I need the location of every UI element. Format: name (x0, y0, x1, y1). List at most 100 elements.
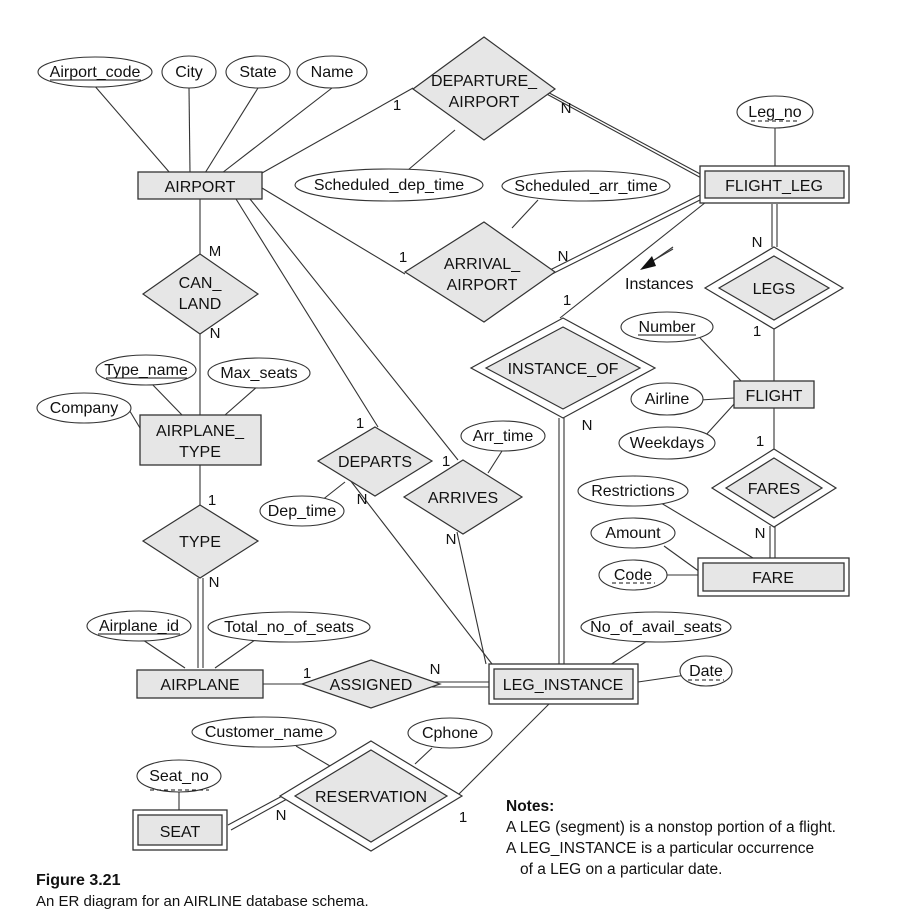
flight-leg-entity: FLIGHT_LEG (699, 165, 850, 204)
svg-text:TYPE: TYPE (179, 444, 221, 461)
cphone-attribute: Cphone (407, 717, 493, 749)
notes-heading: Notes: (506, 798, 555, 815)
airplane-id-attribute: Airplane_id (86, 610, 192, 642)
svg-text:FARES: FARES (748, 481, 800, 498)
svg-text:1: 1 (303, 665, 311, 682)
svg-text:AIRPORT: AIRPORT (449, 94, 520, 111)
fare-entity: FARE (697, 557, 850, 597)
airplane-entity: AIRPLANE (136, 669, 264, 699)
svg-text:SEAT: SEAT (160, 824, 201, 841)
svg-text:Cphone: Cphone (422, 725, 478, 742)
type-relationship: TYPE (141, 504, 260, 579)
svg-text:N: N (276, 807, 287, 824)
svg-text:DEPARTURE_: DEPARTURE_ (431, 73, 538, 90)
svg-text:1: 1 (399, 249, 407, 266)
svg-text:State: State (239, 64, 276, 81)
departs-relationship: DEPARTS (316, 426, 434, 497)
code-attribute: Code (598, 559, 668, 591)
number-attribute: Number (620, 311, 714, 343)
notes-line-1: A LEG (segment) is a nonstop portion of … (506, 819, 836, 836)
notes-line-2: A LEG_INSTANCE is a particular occurrenc… (506, 840, 815, 857)
type-name-attribute: Type_name (95, 354, 197, 386)
svg-text:Scheduled_arr_time: Scheduled_arr_time (514, 178, 657, 195)
svg-text:City: City (175, 64, 203, 81)
svg-text:1: 1 (563, 292, 571, 309)
max-seats-attribute: Max_seats (207, 357, 311, 389)
er-diagram: AIRPORT FLIGHT_LEG AIRPLANE_ TYPE FLIGHT… (36, 36, 850, 852)
svg-text:Max_seats: Max_seats (220, 365, 297, 382)
instance-of-relationship: INSTANCE_OF (469, 317, 657, 419)
svg-text:TYPE: TYPE (179, 534, 221, 551)
svg-text:DEPARTS: DEPARTS (338, 454, 412, 471)
seat-entity: SEAT (132, 809, 228, 851)
svg-text:N: N (558, 248, 569, 265)
departure-airport-relationship: DEPARTURE_ AIRPORT (411, 36, 557, 141)
svg-text:M: M (209, 243, 222, 260)
svg-text:AIRPLANE: AIRPLANE (160, 677, 239, 694)
amount-attribute: Amount (590, 517, 676, 549)
svg-text:Amount: Amount (605, 525, 661, 542)
svg-text:ASSIGNED: ASSIGNED (330, 677, 413, 694)
scheduled-arr-time-attribute: Scheduled_arr_time (501, 170, 671, 202)
svg-text:1: 1 (356, 415, 364, 432)
legs-relationship: LEGS (703, 246, 845, 330)
svg-text:CAN_: CAN_ (179, 275, 223, 292)
fares-relationship: FARES (710, 448, 838, 528)
company-attribute: Company (36, 392, 132, 424)
airline-attribute: Airline (630, 382, 704, 416)
leg-no-attribute: Leg_no (736, 95, 814, 129)
svg-text:N: N (357, 491, 368, 508)
leg-instance-entity: LEG_INSTANCE (488, 663, 639, 705)
svg-text:1: 1 (756, 433, 764, 450)
airplane-type-entity: AIRPLANE_ TYPE (139, 414, 262, 466)
svg-text:LEG_INSTANCE: LEG_INSTANCE (503, 677, 624, 694)
notes-line-3: of a LEG on a particular date. (520, 861, 723, 878)
svg-text:1: 1 (753, 323, 761, 340)
assigned-relationship: ASSIGNED (300, 659, 442, 709)
cardinality-labels: 1 N 1 N M N N 1 1 N 1 N 1 N 1 N 1 N 1 N … (208, 97, 766, 826)
svg-text:LEGS: LEGS (753, 281, 796, 298)
instances-label: Instances (625, 276, 693, 293)
state-attribute: State (225, 55, 291, 89)
can-land-relationship: CAN_ LAND (141, 253, 260, 335)
svg-text:N: N (430, 661, 441, 678)
svg-text:AIRPLANE_: AIRPLANE_ (156, 423, 245, 440)
svg-text:Date: Date (689, 663, 723, 680)
svg-text:N: N (755, 525, 766, 542)
airport-code-attribute: Airport_code (37, 56, 153, 88)
svg-text:Airport_code: Airport_code (50, 64, 141, 81)
svg-text:LAND: LAND (179, 296, 222, 313)
svg-text:1: 1 (393, 97, 401, 114)
city-attribute: City (161, 55, 217, 89)
svg-text:Seat_no: Seat_no (149, 768, 209, 785)
svg-text:Type_name: Type_name (104, 362, 188, 379)
scheduled-dep-time-attribute: Scheduled_dep_time (294, 168, 484, 202)
arrives-relationship: ARRIVES (402, 459, 524, 535)
svg-text:AIRPORT: AIRPORT (447, 277, 518, 294)
svg-text:N: N (210, 325, 221, 342)
svg-text:Dep_time: Dep_time (268, 503, 337, 520)
svg-text:N: N (582, 417, 593, 434)
svg-text:N: N (446, 531, 457, 548)
svg-text:Name: Name (311, 64, 354, 81)
flight-entity: FLIGHT (733, 380, 815, 409)
svg-text:1: 1 (442, 453, 450, 470)
svg-text:Scheduled_dep_time: Scheduled_dep_time (314, 177, 464, 194)
notes-block: Notes: A LEG (segment) is a nonstop port… (506, 796, 836, 880)
arr-time-attribute: Arr_time (460, 420, 546, 452)
seat-no-attribute: Seat_no (136, 759, 222, 793)
svg-text:Arr_time: Arr_time (473, 428, 534, 445)
total-no-of-seats-attribute: Total_no_of_seats (207, 611, 371, 643)
svg-text:Airplane_id: Airplane_id (99, 618, 179, 635)
svg-text:Code: Code (614, 567, 652, 584)
svg-text:FLIGHT: FLIGHT (746, 388, 803, 405)
weekdays-attribute: Weekdays (618, 426, 716, 460)
svg-text:RESERVATION: RESERVATION (315, 789, 427, 806)
dep-time-attribute: Dep_time (259, 495, 345, 527)
svg-text:No_of_avail_seats: No_of_avail_seats (590, 619, 722, 636)
date-attribute: Date (679, 655, 733, 687)
svg-text:Total_no_of_seats: Total_no_of_seats (224, 619, 354, 636)
connector-lines (92, 83, 778, 831)
reservation-relationship: RESERVATION (278, 740, 464, 852)
svg-text:Airline: Airline (645, 391, 690, 408)
